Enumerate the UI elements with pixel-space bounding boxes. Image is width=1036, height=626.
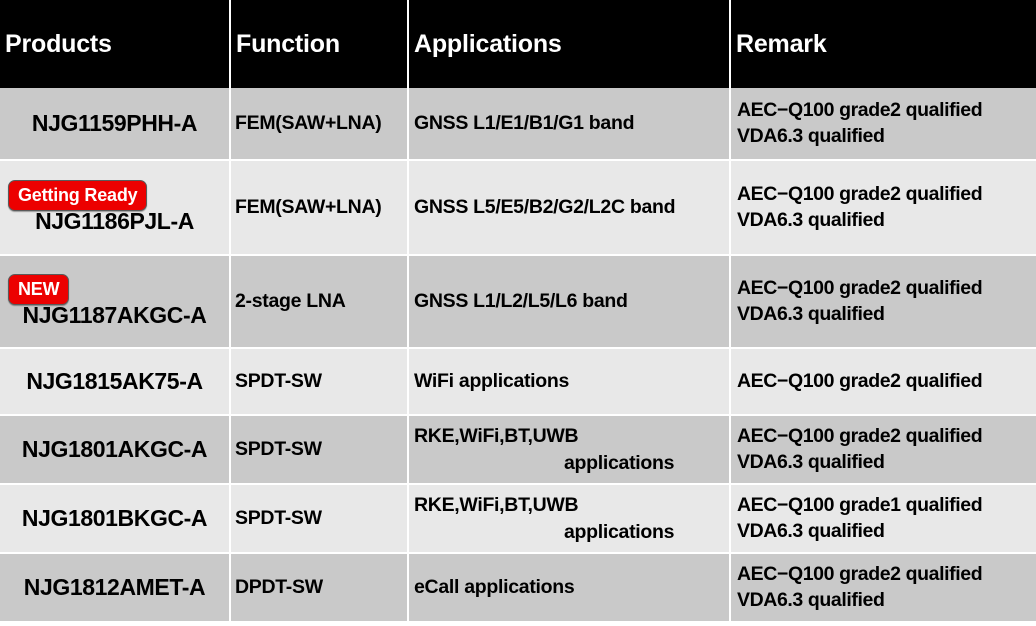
cell-product: NEW NJG1187AKGC-A [0,255,231,349]
cell-function: SPDT-SW [230,415,409,485]
cell-product: Getting Ready NJG1186PJL-A [0,160,231,256]
cell-remark: AEC−Q100 grade2 qualified VDA6.3 qualifi… [730,160,1036,256]
application-line-1: WiFi applications [414,370,570,393]
cell-function: SPDT-SW [230,484,409,554]
cell-remark: AEC−Q100 grade2 qualified VDA6.3 qualifi… [730,88,1036,161]
cell-applications: eCall applications [408,553,731,623]
header-row: Products Function Applications Remark [0,0,1036,88]
application-line-2: applications [564,451,675,474]
remark-line-1: AEC−Q100 grade2 qualified [737,424,983,447]
cell-function: DPDT-SW [230,553,409,623]
cell-product: NJG1801BKGC-A [0,484,231,554]
cell-function: SPDT-SW [230,348,409,416]
column-header-products: Products [0,0,231,88]
table-row: NJG1801BKGC-A SPDT-SW RKE,WiFi,BT,UWB ap… [0,484,1036,554]
cell-product: NJG1159PHH-A [0,88,231,161]
table-body: NJG1159PHH-A FEM(SAW+LNA) GNSS L1/E1/B1/… [0,88,1036,623]
column-header-applications: Applications [408,0,731,88]
cell-remark: AEC−Q100 grade2 qualified VDA6.3 qualifi… [730,255,1036,349]
status-badge-getting-ready: Getting Ready [8,180,148,211]
remark-line-2: VDA6.3 qualified [737,450,885,473]
remark-line-1: AEC−Q100 grade1 qualified [737,493,983,516]
remark-line-2: VDA6.3 qualified [737,588,885,611]
badge-container: NEW [0,274,229,305]
cell-function: FEM(SAW+LNA) [230,160,409,256]
table-header: Products Function Applications Remark [0,0,1036,88]
product-name: NJG1159PHH-A [31,110,198,136]
cell-remark: AEC−Q100 grade2 qualified VDA6.3 qualifi… [730,553,1036,623]
cell-product: NJG1801AKGC-A [0,415,231,485]
remark-line-1: AEC−Q100 grade2 qualified [737,369,983,392]
remark-line-2: VDA6.3 qualified [737,519,885,542]
table-row: NJG1159PHH-A FEM(SAW+LNA) GNSS L1/E1/B1/… [0,88,1036,161]
remark-line-2: VDA6.3 qualified [737,302,885,325]
product-name: NJG1187AKGC-A [22,302,207,328]
product-name: NJG1801AKGC-A [21,436,208,462]
remark-line-2: VDA6.3 qualified [737,208,885,231]
status-badge-new: NEW [8,274,70,305]
cell-product: NJG1815AK75-A [0,348,231,416]
application-line-1: eCall applications [414,576,575,599]
cell-applications: GNSS L1/L2/L5/L6 band [408,255,731,349]
table-row: Getting Ready NJG1186PJL-A FEM(SAW+LNA) … [0,160,1036,256]
product-name: NJG1812AMET-A [23,574,206,600]
column-header-remark: Remark [730,0,1036,88]
badge-container: Getting Ready [0,180,229,211]
cell-remark: AEC−Q100 grade2 qualified VDA6.3 qualifi… [730,415,1036,485]
cell-applications: GNSS L1/E1/B1/G1 band [408,88,731,161]
remark-line-1: AEC−Q100 grade2 qualified [737,562,983,585]
table-row: NJG1815AK75-A SPDT-SW WiFi applications … [0,348,1036,416]
application-line-1: GNSS L5/E5/B2/G2/L2C band [414,196,676,219]
cell-remark: AEC−Q100 grade1 qualified VDA6.3 qualifi… [730,484,1036,554]
table-row: NEW NJG1187AKGC-A 2-stage LNA GNSS L1/L2… [0,255,1036,349]
remark-line-1: AEC−Q100 grade2 qualified [737,182,983,205]
cell-function: FEM(SAW+LNA) [230,88,409,161]
remark-line-2: VDA6.3 qualified [737,124,885,147]
cell-applications: WiFi applications [408,348,731,416]
cell-applications: RKE,WiFi,BT,UWB applications [408,484,731,554]
product-name: NJG1815AK75-A [26,368,203,394]
application-line-1: GNSS L1/L2/L5/L6 band [414,290,628,313]
cell-applications: GNSS L5/E5/B2/G2/L2C band [408,160,731,256]
table-row: NJG1812AMET-A DPDT-SW eCall applications… [0,553,1036,623]
table-row: NJG1801AKGC-A SPDT-SW RKE,WiFi,BT,UWB ap… [0,415,1036,485]
product-name: NJG1801BKGC-A [21,505,208,531]
column-header-function: Function [230,0,409,88]
remark-line-1: AEC−Q100 grade2 qualified [737,98,983,121]
application-line-1: RKE,WiFi,BT,UWB [414,494,579,517]
cell-function: 2-stage LNA [230,255,409,349]
remark-line-1: AEC−Q100 grade2 qualified [737,276,983,299]
application-line-2: applications [564,520,675,543]
cell-remark: AEC−Q100 grade2 qualified [730,348,1036,416]
application-line-1: GNSS L1/E1/B1/G1 band [414,112,635,135]
product-name: NJG1186PJL-A [35,208,194,234]
cell-applications: RKE,WiFi,BT,UWB applications [408,415,731,485]
application-line-1: RKE,WiFi,BT,UWB [414,425,579,448]
cell-product: NJG1812AMET-A [0,553,231,623]
